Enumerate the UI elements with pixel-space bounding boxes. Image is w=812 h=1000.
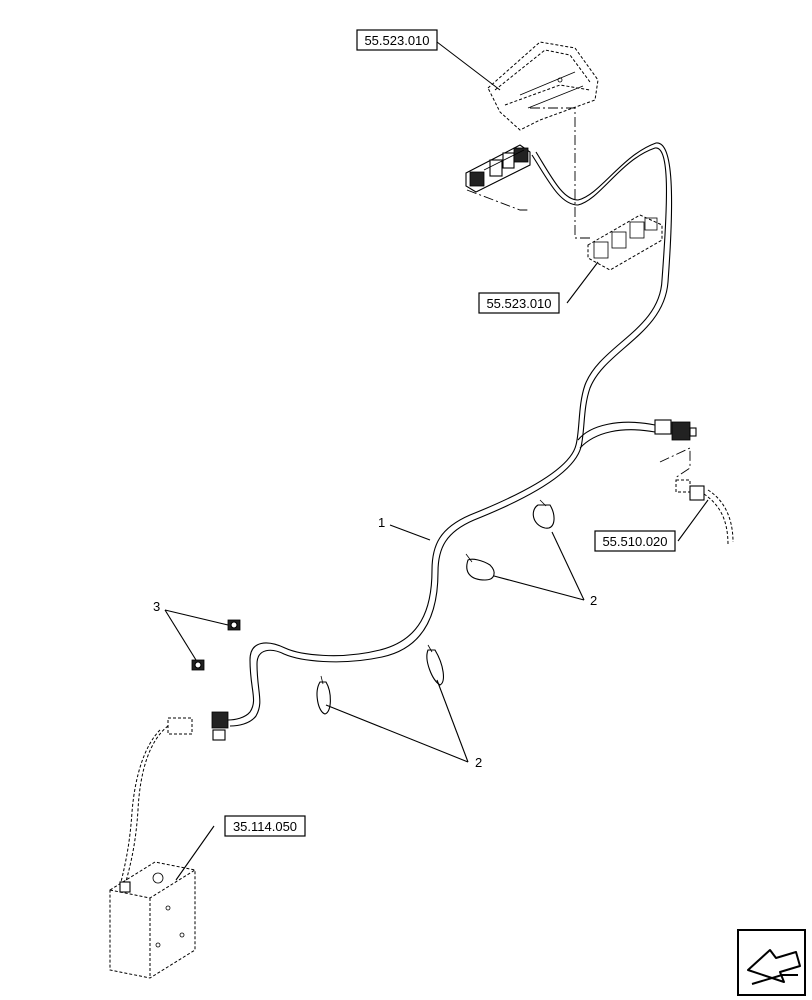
display-unit xyxy=(487,41,599,131)
callout-3: 3 xyxy=(153,599,160,614)
leader-2a xyxy=(551,531,585,601)
svg-text:55.523.010: 55.523.010 xyxy=(364,33,429,48)
leader-1 xyxy=(389,524,431,541)
leader-2c xyxy=(436,679,469,763)
cable-tie xyxy=(316,675,331,715)
mating-connector xyxy=(675,479,734,546)
switch-block xyxy=(465,144,531,193)
cable-tie xyxy=(532,499,555,529)
ref-box-switch-module[interactable]: 55.523.010 xyxy=(478,292,560,314)
cable-tie xyxy=(426,644,444,686)
leader-ref-right xyxy=(677,499,709,542)
callout-2-lower: 2 xyxy=(475,755,482,770)
main-harness xyxy=(227,142,697,727)
ref-box-right-connector[interactable]: 55.510.020 xyxy=(594,530,676,552)
clip xyxy=(227,619,241,631)
ref-box-control-box[interactable]: 35.114.050 xyxy=(224,815,306,837)
svg-text:35.114.050: 35.114.050 xyxy=(233,819,297,834)
svg-text:55.523.010: 55.523.010 xyxy=(486,296,551,311)
arrow-back-icon[interactable] xyxy=(737,929,806,996)
cable-tie xyxy=(465,553,495,581)
lower-connector xyxy=(119,711,229,887)
leader-2d xyxy=(325,704,469,763)
svg-text:55.510.020: 55.510.020 xyxy=(602,534,667,549)
control-box xyxy=(109,861,196,979)
leader-3b xyxy=(164,609,197,661)
leader-ref-top xyxy=(436,41,501,91)
leader-2b xyxy=(493,575,585,601)
connector-block xyxy=(587,214,663,271)
leader-3a xyxy=(164,609,229,626)
ref-box-top-display[interactable]: 55.523.010 xyxy=(356,29,438,51)
callout-2-upper: 2 xyxy=(590,593,597,608)
clip xyxy=(191,659,205,671)
leader-ref-switch xyxy=(566,261,599,304)
callout-1: 1 xyxy=(378,515,385,530)
leader-ref-box xyxy=(175,825,215,881)
